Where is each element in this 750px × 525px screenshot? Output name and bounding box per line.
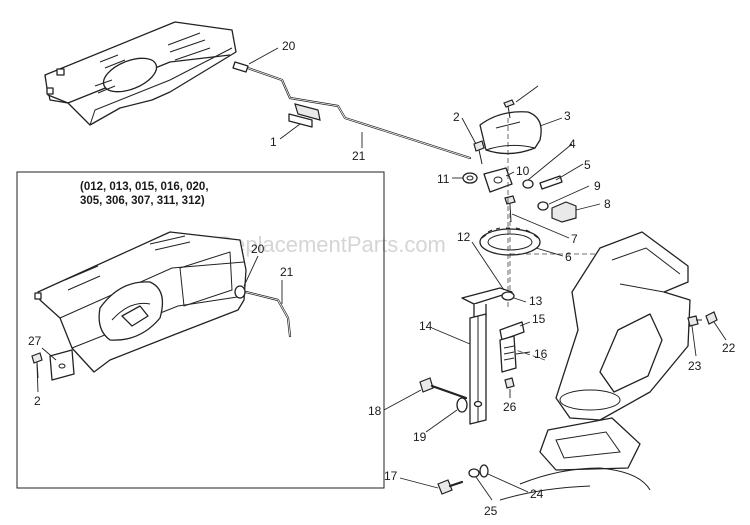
callout-23: 23	[688, 359, 702, 373]
callout-14: 14	[419, 319, 433, 333]
callout-21-inset: 21	[280, 265, 294, 279]
leader-lines	[36, 47, 727, 501]
dash-panel-top	[44, 21, 237, 126]
watermark-text: eReplacementParts.com	[205, 232, 446, 257]
inset-rod	[244, 290, 292, 338]
callouts: 20 1 21 11 2 3 10 4 5 9 8 7 6 12 13 15 1…	[28, 39, 736, 518]
callout-4: 4	[569, 137, 576, 151]
callout-13: 13	[529, 294, 543, 308]
parts-right-cluster	[522, 175, 577, 223]
fastener-22	[696, 311, 718, 325]
callout-3: 3	[564, 109, 571, 123]
washer-19	[456, 397, 468, 413]
callout-2-inset: 2	[34, 394, 41, 408]
callout-5: 5	[584, 158, 591, 172]
bracket-15	[499, 321, 525, 341]
inset-bracket-27	[49, 349, 75, 381]
washer-25	[468, 468, 480, 478]
callout-10: 10	[516, 164, 530, 178]
pivot-post	[461, 287, 513, 425]
bolt-18	[419, 377, 468, 400]
callout-12: 12	[457, 230, 471, 244]
knob-cap	[479, 111, 542, 155]
callout-22: 22	[722, 341, 736, 355]
control-rod	[232, 61, 472, 160]
callout-20: 20	[282, 39, 296, 53]
bracket-10	[483, 167, 513, 193]
callout-17: 17	[384, 469, 398, 483]
bolt-17	[437, 479, 464, 495]
callout-15: 15	[532, 312, 546, 326]
inset-caption-line1: (012, 013, 015, 016, 020,	[80, 181, 209, 193]
callout-2: 2	[453, 110, 460, 124]
callout-6: 6	[565, 250, 572, 264]
inset-caption-line2: 305, 306, 307, 311, 312)	[80, 195, 205, 207]
screw-left	[473, 140, 485, 165]
callout-26: 26	[503, 400, 517, 414]
callout-8: 8	[604, 197, 611, 211]
inset-frame	[16, 171, 385, 489]
callout-24: 24	[530, 487, 544, 501]
discharge-chute	[499, 231, 691, 501]
washer-13	[501, 291, 515, 301]
washer-24	[479, 464, 489, 478]
washer-11	[462, 172, 478, 184]
callout-7: 7	[571, 232, 578, 246]
callout-1: 1	[270, 135, 277, 149]
callout-21: 21	[352, 149, 366, 163]
callout-27-inset: 27	[28, 334, 42, 348]
screw-top	[503, 99, 515, 119]
callout-18: 18	[368, 404, 382, 418]
callout-25: 25	[484, 504, 498, 518]
callout-20-inset: 20	[251, 242, 265, 256]
fastener-23	[687, 315, 699, 327]
callout-9: 9	[594, 179, 601, 193]
callout-16: 16	[534, 347, 548, 361]
callout-11: 11	[437, 172, 450, 186]
dash-panel-inset	[34, 231, 247, 373]
spring-clip	[499, 335, 517, 373]
callout-19: 19	[413, 430, 427, 444]
nut-26	[504, 377, 515, 389]
